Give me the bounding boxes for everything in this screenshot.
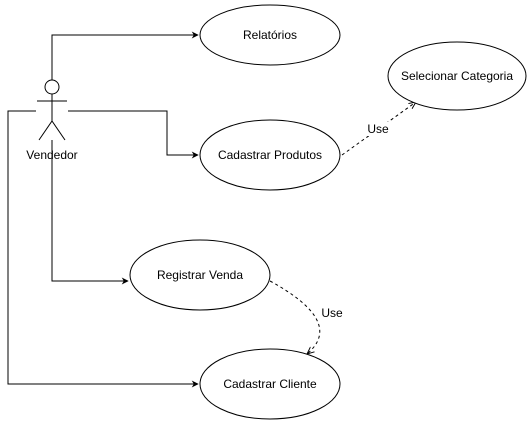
use-case-label-cadastrar-produtos: Cadastrar Produtos	[218, 148, 322, 162]
use-label-venda-cliente: Use	[321, 306, 343, 320]
edge-actor-cadastrar-cliente	[7, 110, 199, 388]
use-label-bg-2	[320, 306, 344, 320]
edge-actor-relatorios	[51, 31, 199, 80]
use-case-label-relatorios: Relatórios	[243, 28, 297, 42]
actor-right-leg	[51, 120, 66, 141]
edge-actor-registrar-venda	[51, 140, 129, 285]
edge-actor-cadastrar-produtos	[68, 110, 199, 159]
actor-label: Vendedor	[26, 148, 77, 162]
actor-left-leg	[38, 120, 53, 141]
use-case-relatorios: Relatórios	[199, 4, 341, 66]
dashed-edge-venda-cliente	[269, 280, 321, 354]
use-case-label-registrar-venda: Registrar Venda	[157, 268, 243, 282]
use-label-bg-1	[366, 122, 390, 136]
use-label-produtos-categoria: Use	[367, 122, 389, 136]
use-case-cadastrar-cliente: Cadastrar Cliente	[199, 348, 341, 420]
use-case-registrar-venda: Registrar Venda	[129, 239, 271, 311]
use-case-label-cadastrar-cliente: Cadastrar Cliente	[223, 377, 317, 391]
use-case-cadastrar-produtos: Cadastrar Produtos	[199, 119, 341, 191]
use-case-label-selecionar-categoria: Selecionar Categoria	[401, 69, 513, 83]
actor-head	[44, 79, 60, 95]
actor-figure	[37, 79, 67, 141]
use-case-selecionar-categoria: Selecionar Categoria	[387, 41, 527, 111]
